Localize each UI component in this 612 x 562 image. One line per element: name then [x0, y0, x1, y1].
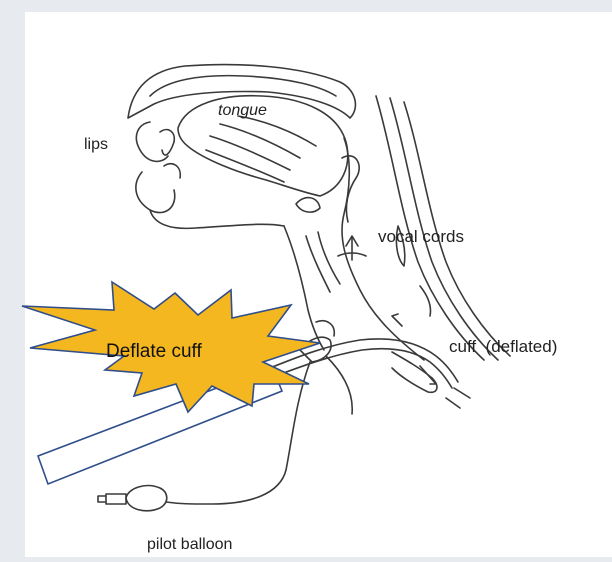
- label-tongue: tongue: [218, 102, 267, 120]
- label-lips: lips: [84, 136, 108, 154]
- label-cuff-deflated: cuff (deflated): [449, 337, 557, 357]
- callout-deflate-cuff-text: Deflate cuff: [106, 341, 202, 363]
- label-vocal-cords: vocal cords: [378, 227, 464, 247]
- label-pilot-balloon: pilot balloon: [147, 536, 232, 554]
